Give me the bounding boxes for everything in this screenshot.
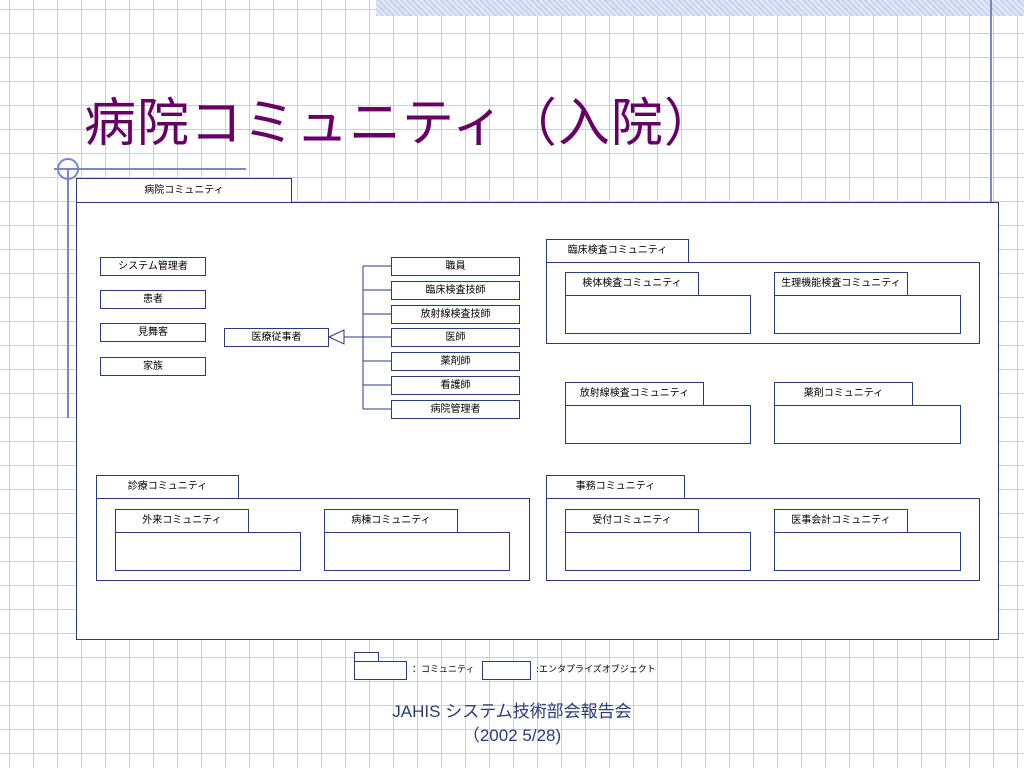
footer-line-1: JAHIS システム技術部会報告会 <box>392 702 632 721</box>
role-doctor: 医師 <box>391 328 520 347</box>
medical-staff-box: 医療従事者 <box>224 328 329 347</box>
role-radiology-technician: 放射線検査技師 <box>391 305 520 324</box>
slide-title: 病院コミュニティ（入院） <box>84 94 717 154</box>
role-staff: 職員 <box>391 257 520 276</box>
reception-community-frame <box>565 532 751 571</box>
medical-accounting-community-tab: 医事会計コミュニティ <box>774 509 908 533</box>
specimen-test-community-tab: 検体検査コミュニティ <box>565 272 699 296</box>
ward-community-frame <box>324 532 510 571</box>
decorative-title-underline <box>54 168 246 170</box>
hospital-community-tab: 病院コミュニティ <box>76 178 292 203</box>
role-hospital-admin: 病院管理者 <box>391 400 520 419</box>
actor-visitor: 見舞客 <box>100 323 206 342</box>
reception-community-tab: 受付コミュニティ <box>565 509 699 533</box>
pharmacy-community-frame <box>774 405 961 444</box>
ward-community-tab: 病棟コミュニティ <box>324 509 458 533</box>
legend-enterprise-object-symbol <box>482 661 531 680</box>
role-pharmacist: 薬剤師 <box>391 352 520 371</box>
actor-family: 家族 <box>100 357 206 376</box>
outpatient-community-tab: 外来コミュニティ <box>115 509 249 533</box>
decorative-left-line <box>67 168 69 418</box>
physiological-test-community-frame <box>774 295 961 334</box>
physiological-test-community-tab: 生理機能検査コミュニティ <box>774 272 908 296</box>
radiology-community-tab: 放射線検査コミュニティ <box>565 382 704 406</box>
decorative-right-line <box>990 0 992 262</box>
legend-enterprise-object-label: :エンタプライズオブジェクト <box>536 665 656 675</box>
office-community-tab: 事務コミュニティ <box>546 475 685 499</box>
clinical-lab-community-tab: 臨床検査コミュニティ <box>546 239 689 263</box>
actor-patient: 患者 <box>100 290 206 309</box>
medical-accounting-community-frame <box>774 532 961 571</box>
decorative-circle <box>57 158 79 180</box>
treatment-community-tab: 診療コミュニティ <box>96 475 239 499</box>
outpatient-community-frame <box>115 532 301 571</box>
legend-community-symbol <box>354 661 407 680</box>
decorative-top-band <box>376 0 1024 16</box>
role-lab-technician: 臨床検査技師 <box>391 281 520 300</box>
specimen-test-community-frame <box>565 295 751 334</box>
radiology-community-frame <box>565 405 751 444</box>
legend-community-label: ：コミュニティ <box>412 665 475 675</box>
footer-line-2: （2002 5/28) <box>462 726 562 745</box>
actor-system-admin: システム管理者 <box>100 257 206 276</box>
footer: JAHIS システム技術部会報告会 （2002 5/28) <box>312 700 712 750</box>
pharmacy-community-tab: 薬剤コミュニティ <box>774 382 913 406</box>
role-nurse: 看護師 <box>391 376 520 395</box>
